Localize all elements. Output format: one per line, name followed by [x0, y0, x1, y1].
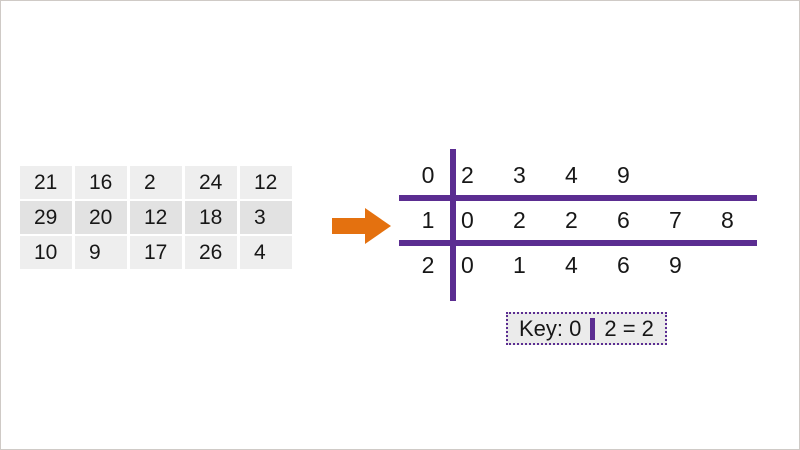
leaf-group: 0 2 2 6 7 8	[461, 198, 773, 243]
table-cell: 18	[185, 201, 237, 234]
table-row: 21 16 2 24 12	[20, 166, 292, 199]
key-suffix-label: 2 = 2	[604, 315, 654, 341]
leaf-value: 7	[669, 207, 682, 233]
raw-data-table: 21 16 2 24 12 29 20 12 18 3 10 9 17 26 4	[17, 164, 295, 271]
stem-value: 2	[421, 252, 435, 278]
key-prefix-label: Key: 0	[519, 315, 582, 341]
stem-value: 0	[421, 162, 435, 188]
stem-divider-line	[450, 149, 456, 301]
table-cell: 4	[240, 236, 292, 269]
arrow-right-icon	[332, 208, 391, 244]
row-divider-line-2	[399, 240, 757, 246]
leaf-value: 0	[461, 207, 474, 233]
leaf-value: 1	[513, 252, 526, 278]
vertical-bar-icon	[590, 317, 596, 340]
table-cell: 24	[185, 166, 237, 199]
table-cell: 12	[240, 166, 292, 199]
leaf-value: 4	[565, 252, 578, 278]
leaf-value: 2	[461, 162, 474, 188]
key-legend-box: Key: 0 2 = 2	[506, 312, 667, 345]
table-cell: 17	[130, 236, 182, 269]
leaf-value: 2	[565, 207, 578, 233]
table-cell: 2	[130, 166, 182, 199]
leaf-value: 4	[565, 162, 578, 188]
row-divider-line-1	[399, 195, 757, 201]
table-cell: 16	[75, 166, 127, 199]
leaf-value: 3	[513, 162, 526, 188]
table-row: 10 9 17 26 4	[20, 236, 292, 269]
table-cell: 9	[75, 236, 127, 269]
leaf-value: 6	[617, 207, 630, 233]
stem-leaf-row: 1 0 2 2 6 7 8	[399, 198, 779, 243]
table-cell: 10	[20, 236, 72, 269]
leaf-value: 8	[721, 207, 734, 233]
stem-value: 1	[421, 207, 435, 233]
table-cell: 20	[75, 201, 127, 234]
table-cell: 21	[20, 166, 72, 199]
table-cell: 12	[130, 201, 182, 234]
table-row: 29 20 12 18 3	[20, 201, 292, 234]
leaf-group: 0 1 4 6 9	[461, 243, 721, 288]
leaf-value: 6	[617, 252, 630, 278]
table-cell: 26	[185, 236, 237, 269]
stem-leaf-row: 0 2 3 4 9	[399, 153, 779, 198]
table-cell: 29	[20, 201, 72, 234]
leaf-value: 9	[617, 162, 630, 188]
stem-leaf-row: 2 0 1 4 6 9	[399, 243, 779, 288]
leaf-group: 2 3 4 9	[461, 153, 669, 198]
leaf-value: 0	[461, 252, 474, 278]
table-cell: 3	[240, 201, 292, 234]
leaf-value: 9	[669, 252, 682, 278]
leaf-value: 2	[513, 207, 526, 233]
